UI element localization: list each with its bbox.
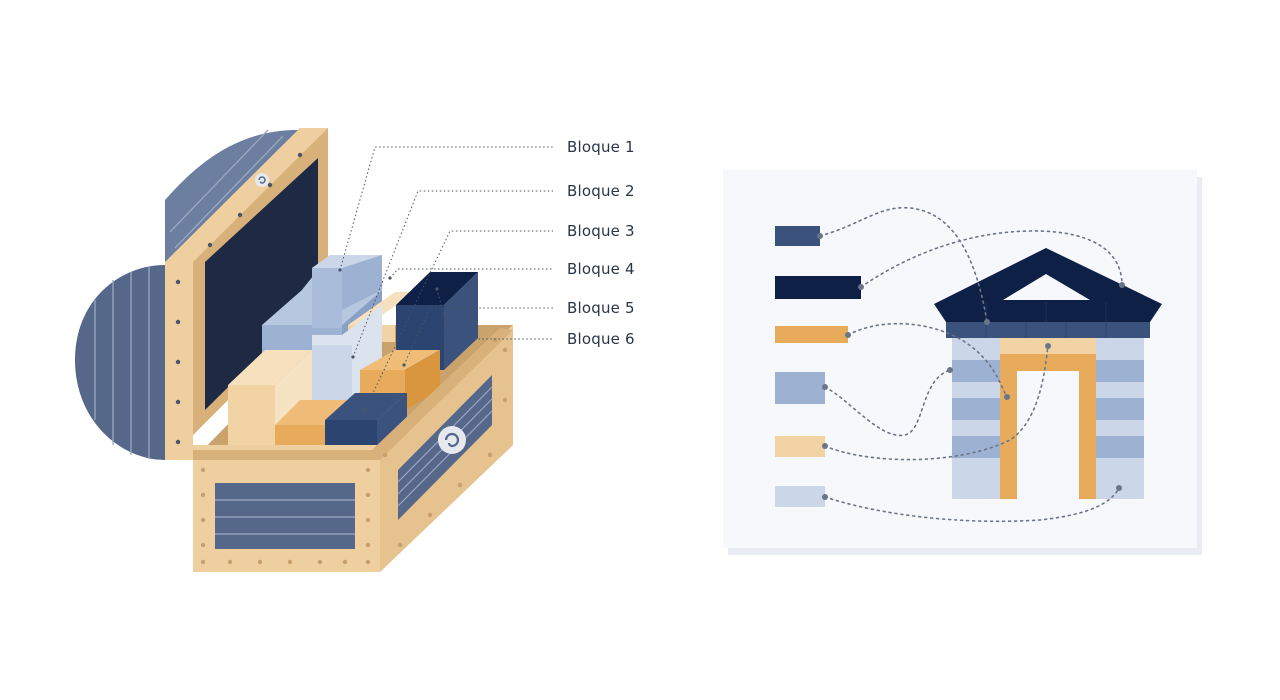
label-bloque-5: Bloque 5 bbox=[567, 299, 635, 317]
treasure-chest bbox=[75, 128, 513, 572]
legend-swatch-slate bbox=[775, 226, 820, 246]
label-bloque-6: Bloque 6 bbox=[567, 330, 635, 348]
chest-front-panel bbox=[215, 483, 355, 549]
block-1 bbox=[262, 255, 382, 377]
house-panel bbox=[723, 170, 1202, 555]
house-wall-left bbox=[952, 338, 1000, 499]
house-wall-right bbox=[1096, 338, 1144, 499]
chest-body bbox=[193, 325, 513, 572]
legend-connectors bbox=[817, 206, 1125, 523]
house bbox=[934, 248, 1162, 499]
spiral-icon bbox=[255, 173, 269, 187]
legend-swatch-navy bbox=[775, 276, 861, 299]
callout-leaders bbox=[338, 146, 553, 412]
house-roof bbox=[934, 248, 1162, 322]
block-legend bbox=[775, 226, 861, 507]
block-6 bbox=[228, 350, 407, 447]
legend-swatch-steel bbox=[775, 372, 825, 404]
label-bloque-3: Bloque 3 bbox=[567, 222, 635, 240]
legend-swatch-orange bbox=[775, 326, 848, 343]
label-bloque-4: Bloque 4 bbox=[567, 260, 635, 278]
chest-lid-frame bbox=[165, 128, 328, 460]
label-bloque-1: Bloque 1 bbox=[567, 138, 635, 156]
spiral-icon bbox=[438, 426, 466, 454]
legend-swatch-sand bbox=[775, 436, 825, 457]
house-roof-base bbox=[946, 322, 1150, 338]
legend-swatch-mist bbox=[775, 486, 825, 507]
chest-blocks bbox=[228, 255, 478, 447]
callout-labels: Bloque 1 Bloque 2 Bloque 3 Bloque 4 Bloq… bbox=[567, 138, 635, 348]
label-bloque-2: Bloque 2 bbox=[567, 182, 635, 200]
